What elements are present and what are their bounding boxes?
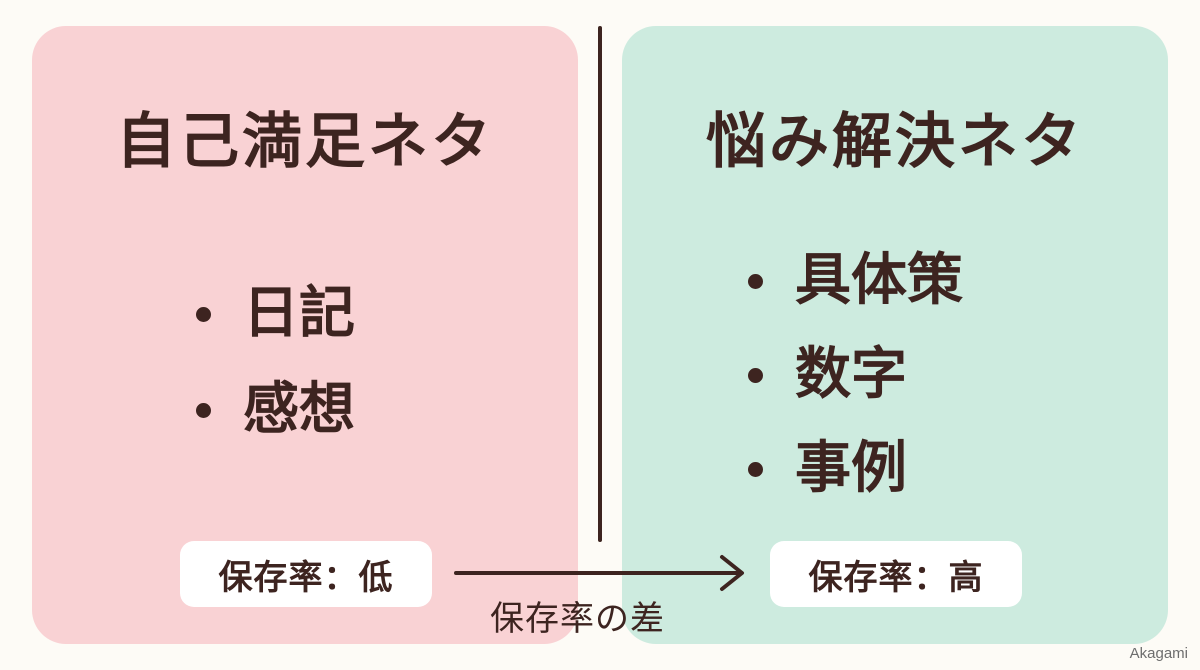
center-divider [598,26,602,542]
left-rate-badge: 保存率：低 [180,541,432,607]
right-rate-badge: 保存率：高 [770,541,1022,607]
list-item-label: 数字 [795,342,907,407]
bullet-icon [748,461,763,477]
list-item: 事例 [748,422,963,516]
list-item-label: 感想 [243,377,355,442]
list-item: 日記 [196,266,355,362]
bullet-icon [196,402,211,418]
right-panel: 悩み解決ネタ 具体策 数字 事例 [622,26,1168,644]
bullet-icon [196,306,211,322]
list-item: 具体策 [748,234,963,328]
list-item-label: 事例 [795,436,907,501]
left-panel-title: 自己満足ネタ [116,107,494,177]
right-arrow-icon [454,555,744,591]
list-item: 数字 [748,328,963,422]
difference-label: 保存率の差 [490,599,665,639]
right-panel-title: 悩み解決ネタ [706,107,1084,177]
list-item-label: 具体策 [795,248,963,313]
bullet-icon [748,367,763,383]
author-credit: Akagami [1129,645,1188,662]
left-item-list: 日記 感想 [196,266,355,458]
list-item-label: 日記 [243,281,355,346]
bullet-icon [748,273,763,289]
right-item-list: 具体策 数字 事例 [748,234,963,516]
list-item: 感想 [196,362,355,458]
